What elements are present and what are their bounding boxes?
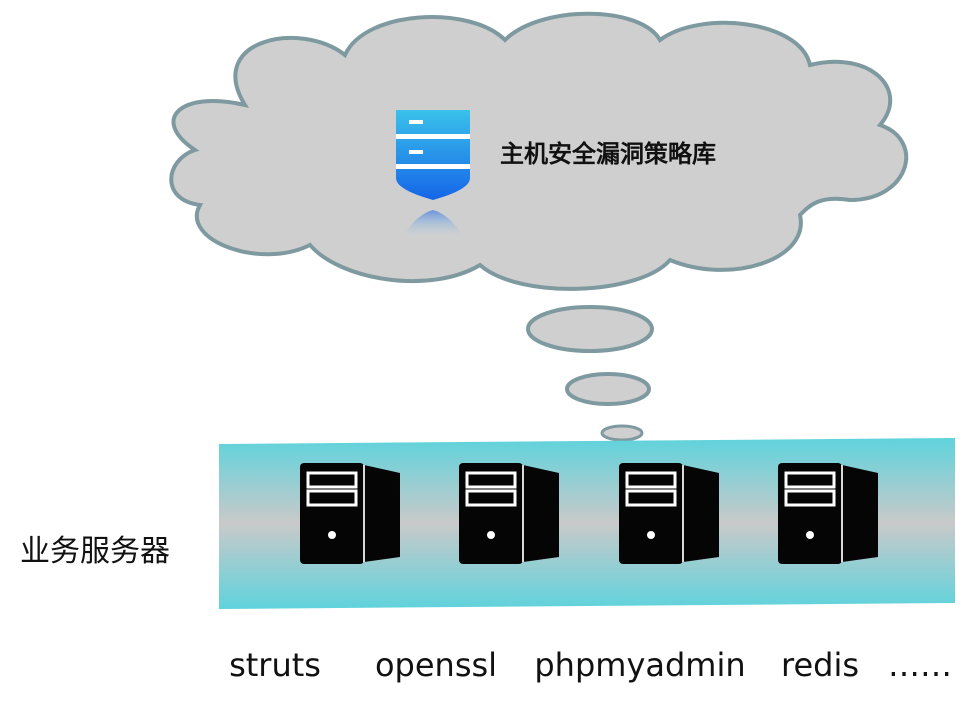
server-label-openssl: openssl <box>374 646 498 684</box>
thought-bubble-small <box>600 424 644 442</box>
business-servers-label: 业务服务器 <box>20 534 170 569</box>
server-tower-icon <box>778 463 878 564</box>
server-label-phpmyadmin: phpmyadmin <box>534 646 746 684</box>
server-label-redis: redis <box>780 646 860 684</box>
shield-server-icon <box>396 110 470 236</box>
server-tower-icon <box>619 463 719 564</box>
thought-bubble-medium <box>565 372 651 406</box>
thought-bubble-large <box>526 305 654 353</box>
ellipsis-label: …… <box>888 646 952 684</box>
server-band <box>219 438 955 609</box>
server-tower-icon <box>300 463 400 564</box>
server-label-struts: struts <box>229 646 321 684</box>
cloud-title: 主机安全漏洞策略库 <box>500 140 716 168</box>
server-tower-icon <box>459 463 559 564</box>
thought-cloud <box>169 11 908 291</box>
